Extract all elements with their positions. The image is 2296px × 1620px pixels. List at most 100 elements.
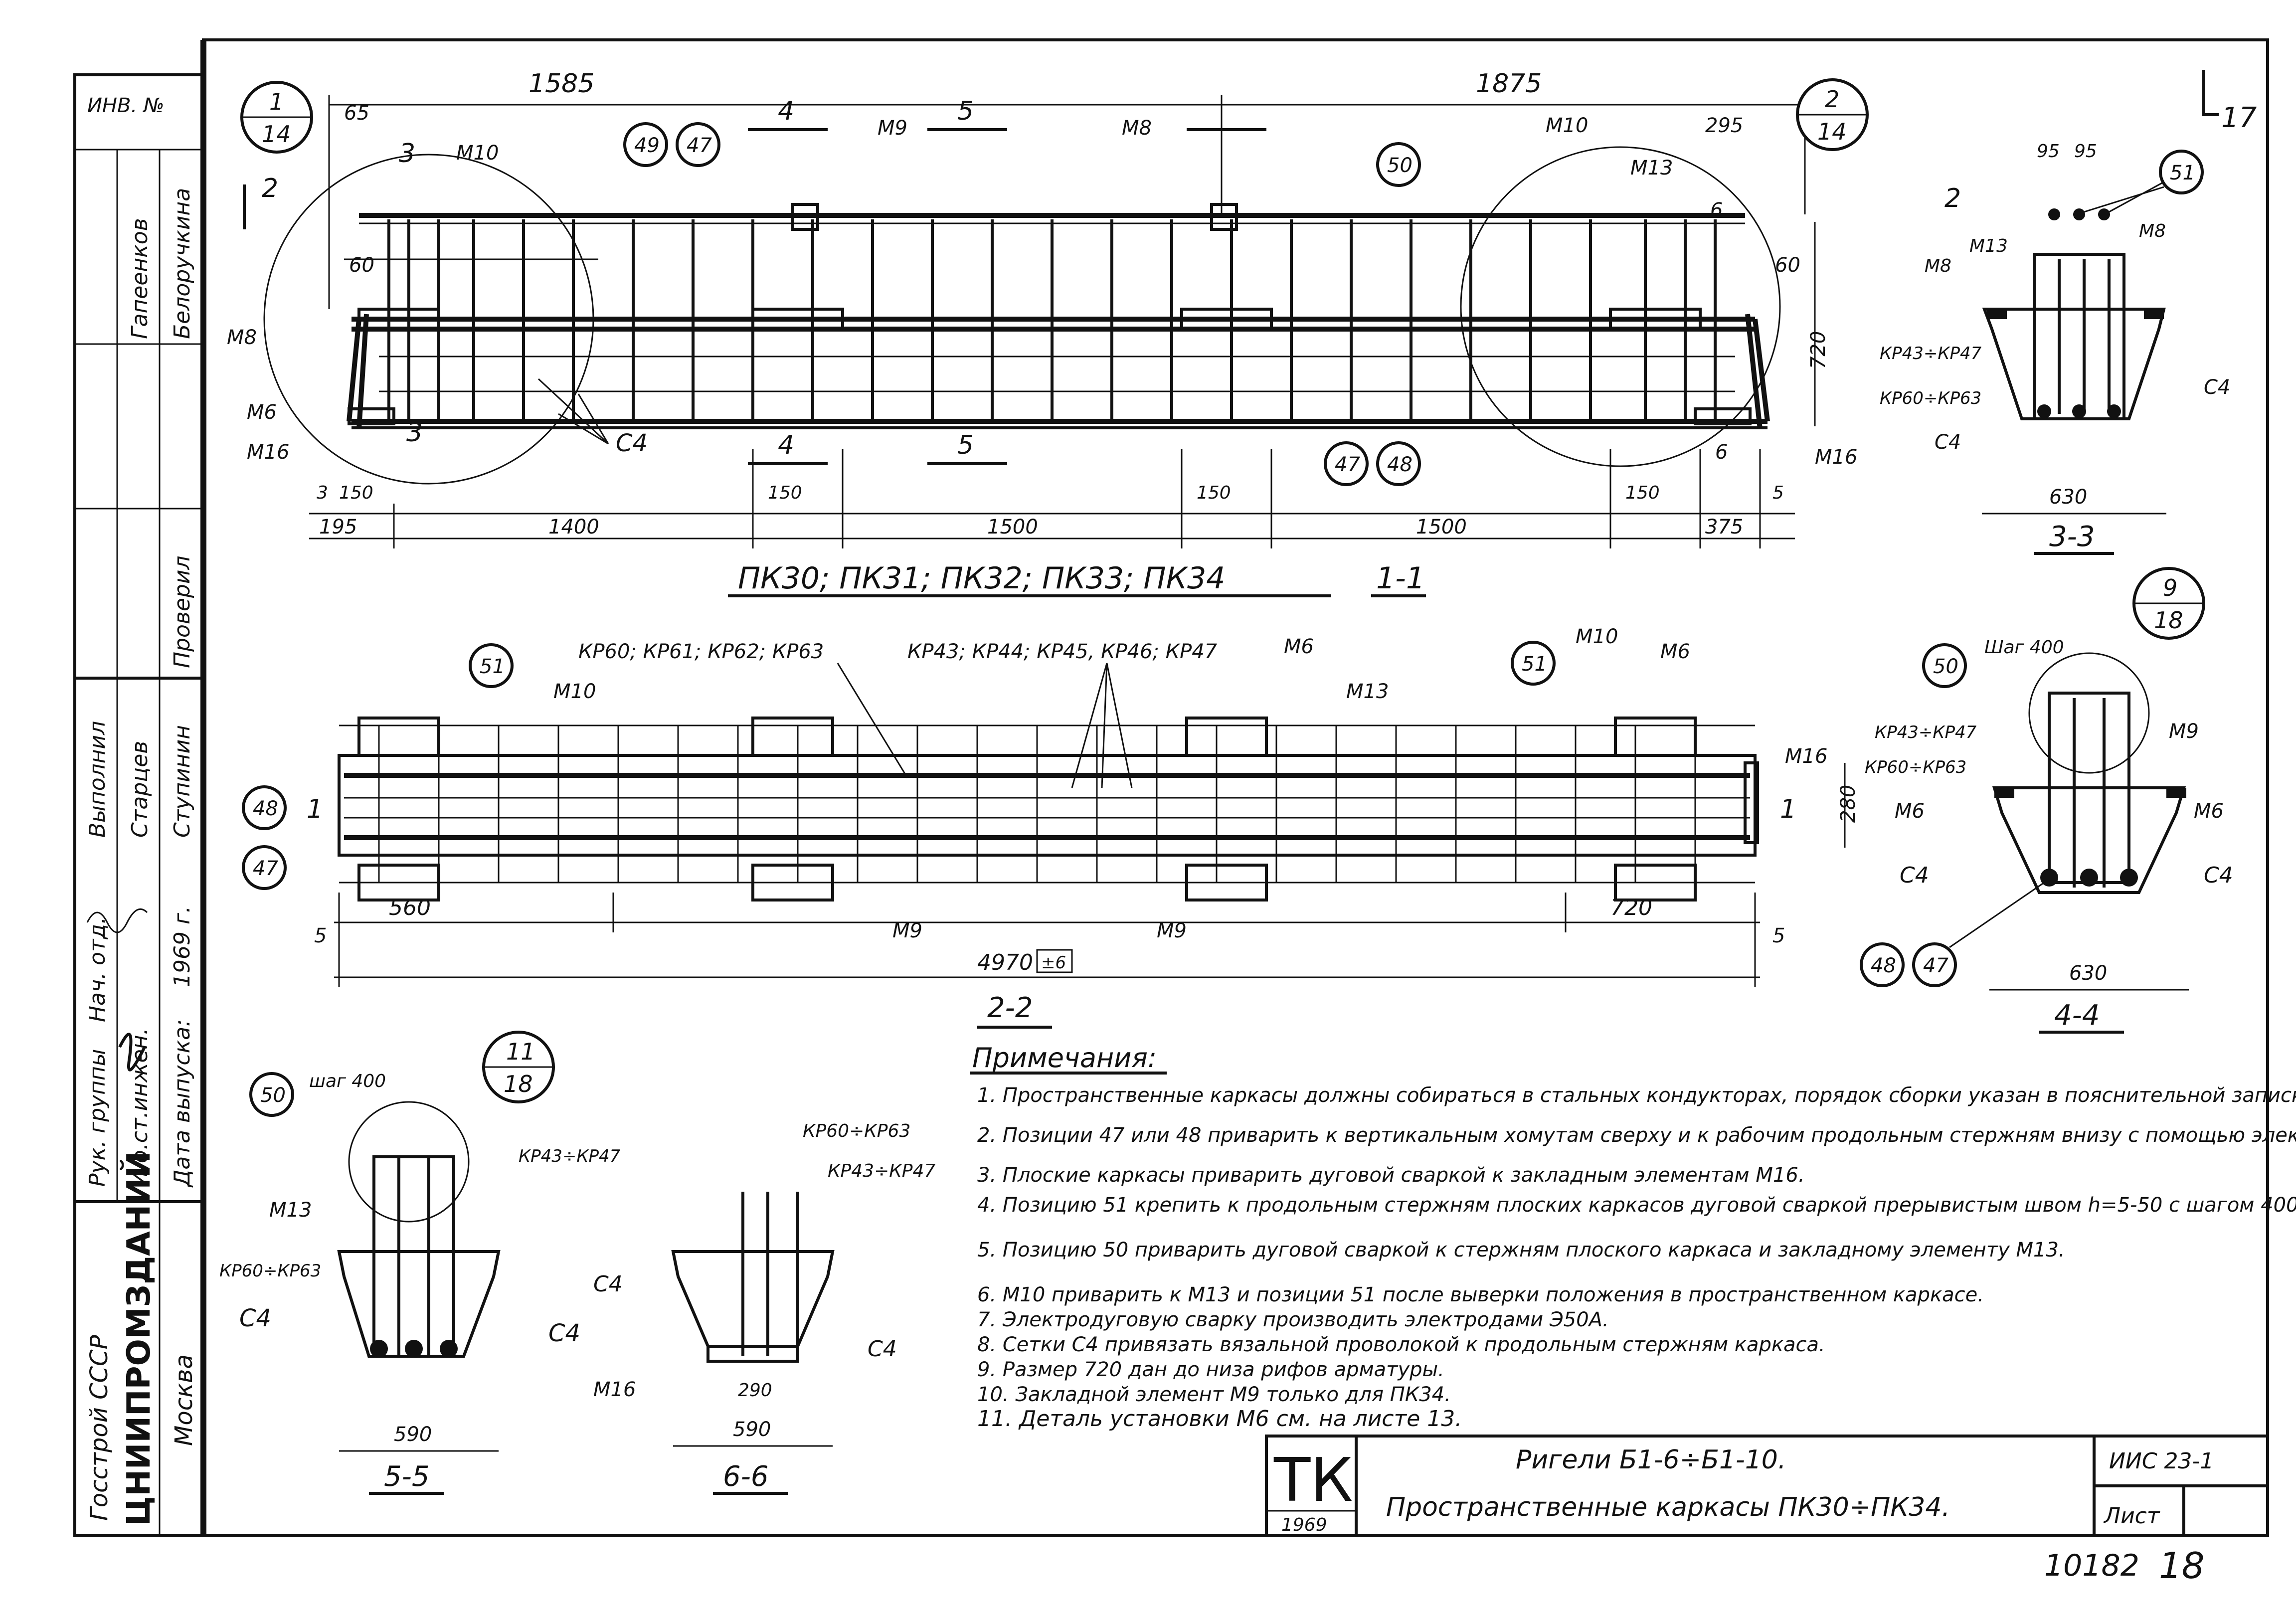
bubble-50 [1376, 142, 1421, 187]
dim-95b: 95 [2074, 141, 2097, 162]
tk-logo: ТК [1273, 1446, 1353, 1515]
callout-right-top: 2 [1825, 86, 1839, 113]
plate-m9 [791, 203, 819, 231]
label-c4-right: С4 [2204, 376, 2230, 399]
label-m9-plan-b: М9 [1157, 919, 1187, 942]
label-m10b: М10 [1546, 114, 1588, 137]
view-6-6-section: 6-6 [723, 1460, 768, 1493]
view-4-4-section: 4-4 [2054, 999, 2100, 1032]
view-6-6: КР60÷КР63 КР43÷КР47 С4 С4 М16 290 590 6-… [593, 1121, 935, 1495]
plate-m6 [1180, 308, 1273, 331]
bubble-47-plan [242, 845, 287, 890]
dim-5-left: 5 [314, 924, 327, 947]
label-m8-left: М8 [1925, 256, 1951, 276]
cut-4-top: 4 [778, 96, 794, 126]
label-m13: М13 [1630, 157, 1673, 180]
dim-1875: 1875 [1476, 69, 1542, 99]
view-3-3: 51 95 95 М13 М8 М8 КР43÷КР47 КР60÷КР63 С… [1880, 141, 2230, 555]
plate-m9-plan [751, 864, 834, 901]
notes: Примечания: 1. Пространственные каркасы … [970, 1042, 2296, 1432]
label-c4-4-4-right: С4 [2204, 863, 2233, 888]
note-6: 6. М10 приварить к М13 и позиции 51 посл… [977, 1283, 1984, 1306]
dim-375: 375 [1705, 516, 1743, 539]
view-1-1-title: ПК30; ПК31; ПК32; ПК33; ПК34 [738, 561, 1225, 596]
label-m13-5-5: М13 [269, 1199, 312, 1222]
bubble-51 [2159, 150, 2204, 194]
dim-60-right: 60 [1775, 254, 1800, 277]
label-kp43-6-6: КР43÷КР47 [828, 1161, 935, 1181]
label-m8-right: М8 [2139, 221, 2166, 241]
bubble-51-plan-right [1511, 641, 1556, 686]
cut-2-3-3: 2 [1944, 183, 1961, 213]
cut-1-left: 1 [307, 794, 323, 824]
bubble-47-4-4 [1912, 942, 1957, 987]
label-kp43-47: КР43; КР44; КР45, КР46; КР47 [907, 640, 1218, 663]
plate-m9-plan [1614, 864, 1697, 901]
label-m8: М8 [1122, 117, 1152, 140]
plate-m6 [751, 308, 844, 331]
bubble-51-plan-right-label: 51 [1522, 653, 1547, 676]
bubble-48-4-4 [1860, 942, 1905, 987]
dim-630-3-3: 630 [2049, 486, 2087, 509]
label-c4-6-6-left: С4 [593, 1271, 623, 1297]
label-m9: М9 [878, 117, 907, 140]
bubble-50-label: 50 [1387, 154, 1413, 177]
dim-65: 65 [344, 102, 369, 125]
label-m8-left: М8 [227, 326, 257, 349]
callout-18: 18 [2154, 607, 2183, 634]
cut-3-top: 3 [399, 139, 415, 169]
plate-m16 [348, 407, 395, 425]
plate-m16-plan [1744, 761, 1759, 844]
label-c4: С4 [616, 429, 648, 457]
cut-4-bottom: 4 [778, 430, 794, 460]
detail-circle-4-4 [2028, 652, 2150, 774]
dim-1585: 1585 [529, 69, 594, 99]
label-kp60-5-5: КР60÷КР63 [219, 1261, 321, 1281]
label-m16-6-6: М16 [593, 1378, 636, 1401]
detail-circle-left [263, 154, 594, 485]
dim-5-right: 5 [1772, 924, 1785, 947]
stamp-role-0: Нач. отд. [85, 917, 110, 1022]
dim-195: 195 [319, 516, 357, 539]
plate-m6 [1609, 308, 1702, 331]
bubble-47 [676, 122, 720, 167]
label-c4-5-5-right: С4 [548, 1319, 580, 1347]
dim-150: 150 [1625, 483, 1660, 503]
cut-5-bottom: 5 [957, 430, 974, 460]
bubble-48 [1376, 441, 1421, 486]
page-corner-mark [2202, 70, 2219, 116]
dim-95a: 95 [2037, 141, 2060, 162]
step-5-5: шаг 400 [309, 1071, 386, 1091]
bubble-47-4-4-label: 47 [1923, 954, 1948, 977]
note-1: 1. Пространственные каркасы должны собир… [977, 1084, 2296, 1107]
dim-720: 720 [1807, 331, 1830, 369]
label-kp43: КР43÷КР47 [1880, 344, 1982, 363]
stamp-year: 1969 г. [170, 906, 195, 987]
dim-150: 150 [339, 483, 373, 503]
label-m10: М10 [456, 142, 499, 165]
series-code: ИИС 23-1 [2109, 1448, 2214, 1474]
label-m13: М13 [1969, 236, 2008, 256]
dim-4970: 4970 [977, 950, 1033, 975]
callout-11: 11 [506, 1038, 535, 1065]
bubble-49-label: 49 [634, 134, 660, 157]
label-c4-5-5-left: С4 [239, 1304, 271, 1332]
label-m6-4-4-left: М6 [1895, 800, 1925, 823]
note-9: 9. Размер 720 дан до низа рифов арматуры… [977, 1358, 1444, 1381]
page-number: 17 [2221, 102, 2257, 134]
stamp-name-4: Ступинин [170, 725, 195, 838]
org-line-0: Госстрой СССР [85, 1335, 113, 1521]
cut-2: 2 [262, 174, 278, 203]
plate-m6-plan [357, 717, 440, 757]
title-line-1: Ригели Б1-6÷Б1-10. [1516, 1445, 1786, 1475]
label-m16-right: М16 [1815, 446, 1857, 469]
plate-m8 [357, 308, 440, 331]
bubble-48-label: 48 [1387, 453, 1413, 476]
view-5-5: 11 18 50 шаг 400 М13 КР43÷КР47 КР60÷КР63… [219, 1031, 621, 1495]
dim-3: 3 [317, 483, 328, 503]
note-8: 8. Сетки С4 привязать вязальной проволок… [977, 1333, 1825, 1356]
org-line-2: Москва [170, 1354, 198, 1446]
plate-m8 [1210, 203, 1238, 231]
dim-590-5-5: 590 [394, 1423, 432, 1446]
